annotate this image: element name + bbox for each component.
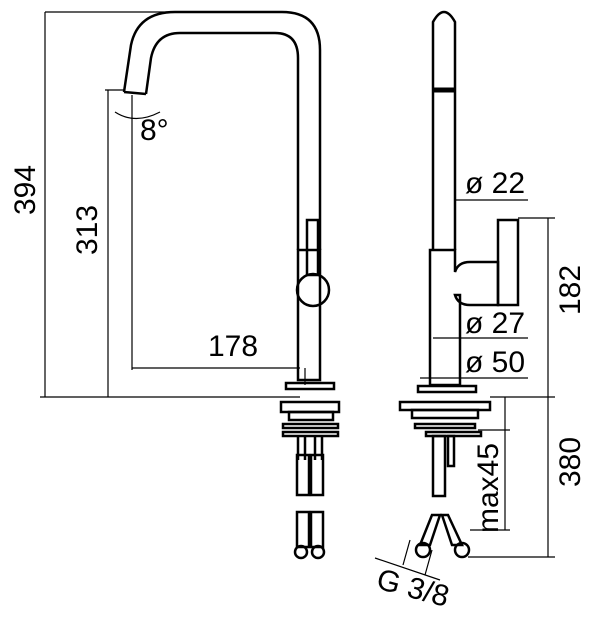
side-view-faucet (398, 10, 520, 559)
dimension-body-diameter: ø 27 (465, 307, 525, 340)
dimension-spout-diameter: ø 22 (465, 167, 525, 200)
dimension-spout-height: 313 (71, 205, 104, 255)
front-view-faucet (122, 10, 341, 560)
dimension-connection-thread: G 3/8 (373, 563, 452, 614)
dimension-base-diameter: ø 50 (465, 346, 525, 379)
dimension-total-height: 394 (9, 165, 42, 215)
dimension-max-deck-thickness: max45 (472, 443, 505, 533)
side-view-dimensions: ø 22 182 ø 27 ø 50 380 max45 G 3/8 (373, 167, 587, 614)
dimension-handle-height: 182 (554, 265, 587, 315)
dimension-spout-angle: 8° (140, 114, 169, 147)
dimension-hose-length: 380 (554, 437, 587, 487)
front-view-dimensions: 394 313 8° 178 (9, 11, 306, 398)
dimension-reach: 178 (208, 330, 258, 363)
